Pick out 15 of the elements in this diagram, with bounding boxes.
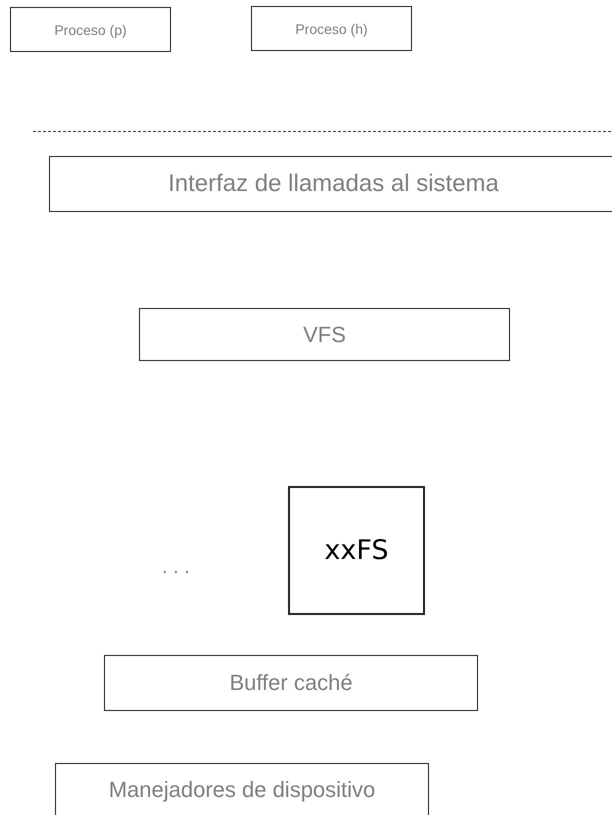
box-label: Proceso (p) (54, 22, 127, 38)
box-label: xxFS (324, 535, 389, 566)
process-box (10, 7, 171, 52)
process-box (251, 6, 412, 51)
ellipsis-text: . . . (162, 556, 190, 579)
box-label: Proceso (h) (295, 20, 368, 36)
process-box (49, 156, 612, 212)
process-box (139, 308, 510, 361)
process-box (55, 763, 429, 815)
process-box (104, 655, 478, 711)
box-label: Manejadores de dispositivo (108, 776, 376, 802)
process-box (288, 486, 425, 615)
box-label: Buffer caché (229, 670, 353, 696)
box-label: VFS (303, 322, 346, 348)
box-label: Interfaz de llamadas al sistema (168, 170, 499, 198)
